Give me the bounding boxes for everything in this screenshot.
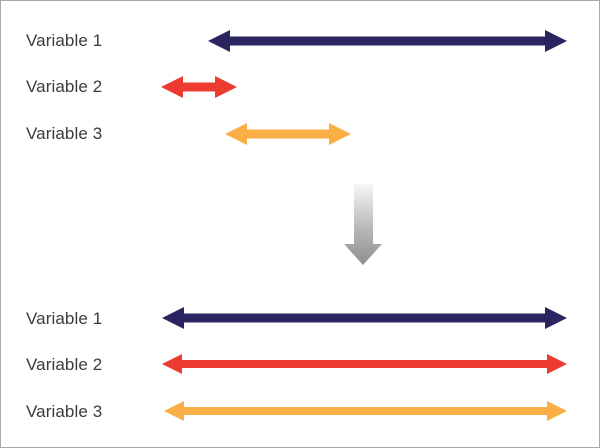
label-bottom-variable-2: Variable 2 [26, 355, 103, 374]
label-bottom-variable-1: Variable 1 [26, 309, 103, 328]
top-arrow-variable-3 [225, 123, 351, 145]
bottom-arrow-variable-2 [162, 354, 567, 374]
down-arrow-icon [344, 184, 382, 265]
label-top-variable-3: Variable 3 [26, 124, 103, 143]
top-arrow-variable-2 [161, 76, 237, 98]
label-top-variable-1: Variable 1 [26, 31, 103, 50]
bottom-arrow-variable-3 [164, 401, 567, 421]
label-bottom-variable-3: Variable 3 [26, 402, 103, 421]
bottom-arrow-variable-1 [162, 307, 567, 329]
top-arrow-variable-1 [208, 30, 567, 52]
label-top-variable-2: Variable 2 [26, 77, 103, 96]
